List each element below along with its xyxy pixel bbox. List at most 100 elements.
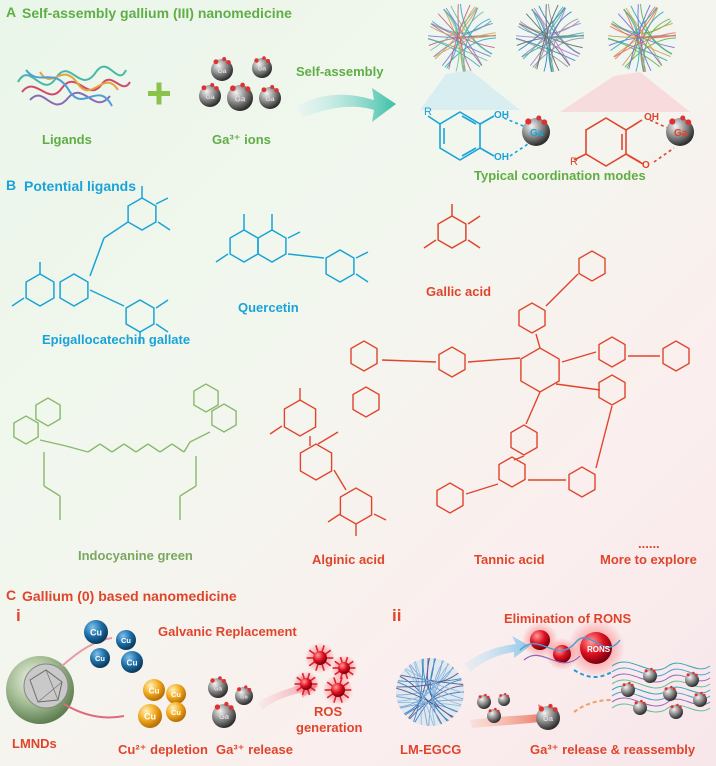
ros-spike-ball: [292, 670, 320, 698]
alginic-acid-structure: [269, 388, 387, 536]
lmnd-particle: [6, 656, 74, 724]
icg-structure: [13, 383, 237, 520]
gallic-acid-label: Gallic acid: [426, 284, 492, 299]
ros-label-line2: generation: [296, 720, 363, 735]
catechol-ga-ball: [522, 115, 550, 146]
cu-blue-ball-symbol: Cu: [127, 658, 138, 667]
network-ga-ball: [621, 681, 635, 697]
ga-release-ball-symbol: Ga: [219, 712, 230, 721]
ga-stray-ball: [477, 693, 491, 709]
egcg-label: Epigallocatechin gallate: [42, 332, 191, 347]
maltol-ga-ball: [666, 115, 694, 146]
reassembly-network: [611, 661, 711, 719]
sub-panel-i-label: i: [16, 606, 21, 625]
alginic-acid-label: Alginic acid: [312, 552, 385, 567]
ga-ion-ball-symbol: Ga: [205, 94, 214, 101]
ga-ion-ball: Ga: [259, 85, 281, 109]
ros-spikes: [292, 642, 358, 706]
gallic-acid-structure: [423, 204, 481, 249]
elimination-label: Elimination of RONS: [504, 611, 632, 626]
network-ga-ball: [669, 703, 683, 719]
rons-ball-large: [567, 619, 625, 677]
network-ga-ball: [643, 667, 657, 683]
nanoparticle-mesh-3: [607, 3, 677, 73]
more-to-explore-label: More to explore: [600, 552, 697, 567]
ga-ion-ball-symbol: Ga: [235, 94, 246, 103]
maltol-oh: OH: [644, 112, 659, 123]
cu-gold-ball: Cu: [138, 704, 162, 728]
ga-reassembly-ball-symbol: Ga: [543, 714, 554, 723]
cu-blue-ball: Cu: [84, 620, 108, 644]
cu-gold-ball-symbol: Cu: [171, 708, 181, 717]
cu-blue-ball-symbol: Cu: [121, 636, 131, 645]
nanoparticle-mesh-2: [515, 3, 585, 73]
ga-release-ball: Ga: [212, 701, 236, 728]
catechol-oh-1: OH: [494, 110, 509, 121]
maltol-ga-symbol: Ga: [674, 128, 688, 139]
pink-zoom-beam: [560, 72, 690, 112]
sub-panel-ii-label: ii: [392, 606, 402, 625]
elimination-arrow: [464, 636, 530, 672]
nanoparticle-meshes: [427, 3, 677, 73]
ga-ions-label: Ga³⁺ ions: [212, 132, 271, 147]
quercetin-structure: [215, 214, 369, 283]
ros-spike-ball: [322, 674, 354, 706]
cu-blue-ball-symbol: Cu: [90, 628, 102, 638]
catechol-r: R: [424, 106, 432, 118]
blue-zoom-beam: [420, 70, 520, 110]
cu-blue-ball: Cu: [121, 651, 143, 673]
cu-depletion-label: Cu²⁺ depletion: [118, 742, 208, 757]
maltol-o: O: [642, 160, 650, 171]
network-ga-ball: [633, 699, 647, 715]
coordination-ga-balls: [522, 115, 694, 146]
ros-spike-ball: [304, 642, 336, 674]
tannic-acid-structure: [350, 250, 690, 514]
ga-release-ball-symbol: Ga: [214, 686, 223, 693]
ga-release-ball: Ga: [235, 685, 253, 705]
panel-a-letter: A: [6, 4, 17, 20]
galvanic-replacement-label: Galvanic Replacement: [158, 624, 297, 639]
lmnd-to-cu-arrow: [61, 637, 113, 667]
ga-release-ball: Ga: [208, 676, 228, 698]
nanoparticle-mesh-1: [427, 3, 497, 73]
plus-sign: [148, 82, 170, 105]
maltol-r: R: [570, 156, 578, 168]
lm-egcg-particle: [396, 657, 465, 727]
ga-release-label: Ga³⁺ release: [216, 742, 293, 757]
self-assembly-label: Self-assembly: [296, 64, 384, 79]
rons-ball-label: RONS: [587, 645, 611, 654]
ga-ion-ball: Ga: [227, 82, 253, 111]
lmnd-to-depletion-arrow: [63, 703, 125, 719]
ga-ion-ball: Ga: [199, 83, 221, 107]
tannic-acid-label: Tannic acid: [474, 552, 545, 567]
lmnds-label: LMNDs: [12, 736, 57, 751]
network-ga-ball: [685, 671, 699, 687]
panel-b-letter: B: [6, 177, 17, 193]
ga-ion-ball: Ga: [252, 56, 272, 78]
more-ellipsis: ......: [638, 536, 660, 551]
catechol-oh-2: OH: [494, 152, 509, 163]
cu-blue-ball: Cu: [90, 648, 110, 668]
egcg-structure: [11, 186, 171, 344]
dashed-blue-arrow: [573, 669, 613, 678]
quercetin-label: Quercetin: [238, 300, 299, 315]
lm-egcg-label: LM-EGCG: [400, 742, 462, 757]
coordination-label: Typical coordination modes: [474, 168, 646, 183]
ga-stray-ball: [487, 707, 501, 723]
self-assembly-arrow: [298, 88, 396, 122]
cu-blue-ball: Cu: [116, 630, 136, 650]
ga-ion-ball-symbol: Ga: [217, 68, 226, 75]
ga-ion-ball-symbol: Ga: [258, 66, 267, 73]
ga-stray-ball: [498, 692, 510, 706]
panel-b-title: Potential ligands: [24, 178, 137, 194]
catechol-ga-symbol: Ga: [530, 128, 544, 139]
ros-spike-ball: [330, 654, 358, 682]
rons-red-balls: [519, 619, 625, 677]
ga-reassembly-ball: Ga: [536, 703, 560, 730]
panel-a-title: Self-assembly gallium (III) nanomedicine: [22, 5, 292, 21]
